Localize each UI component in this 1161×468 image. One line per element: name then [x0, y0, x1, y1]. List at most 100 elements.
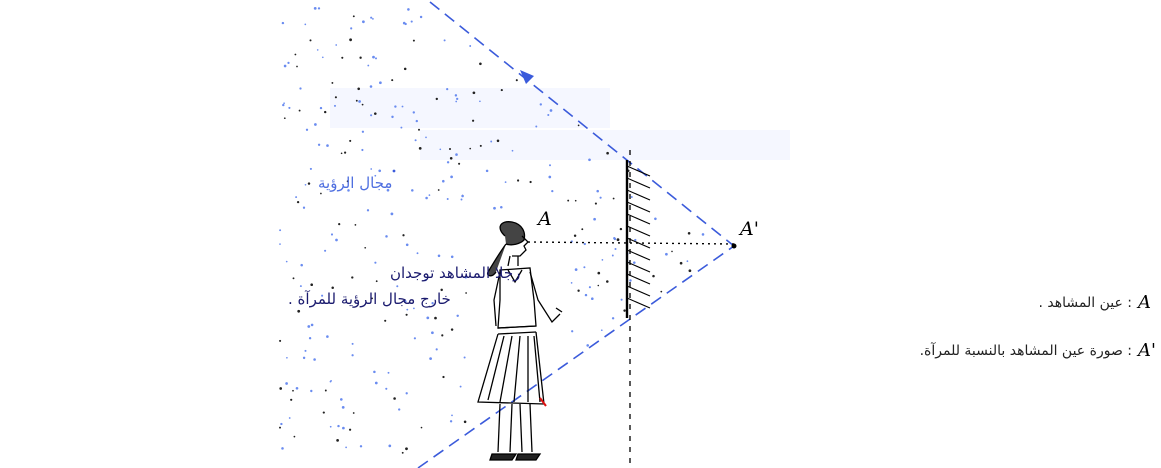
field-dot — [287, 61, 290, 65]
field-dot — [372, 55, 375, 59]
field-dot — [329, 380, 332, 383]
field-dot — [321, 56, 324, 59]
field-dot — [396, 285, 399, 288]
field-dot — [281, 447, 284, 450]
field-dot — [320, 192, 322, 195]
field-dot — [351, 276, 354, 279]
field-dot — [348, 428, 352, 431]
field-dot — [370, 114, 373, 117]
field-dot — [361, 130, 365, 133]
field-dot — [633, 261, 636, 264]
field-dot — [416, 252, 419, 255]
field-of-view-dots — [279, 7, 705, 454]
field-dot — [431, 302, 434, 305]
field-dot — [611, 317, 615, 320]
eye-to-image-line — [527, 241, 735, 245]
field-dot — [588, 286, 591, 289]
field-dot — [374, 112, 377, 115]
field-dot — [547, 113, 550, 117]
field-dot — [440, 288, 443, 292]
field-dot — [302, 356, 306, 360]
legend-text: : صورة عين المشاهد بالنسبة للمرآة. — [919, 342, 1132, 359]
field-dot — [384, 319, 387, 322]
field-dot — [435, 97, 438, 101]
field-dot — [515, 79, 518, 82]
field-dot — [342, 426, 345, 430]
field-dot — [336, 439, 339, 442]
field-dot — [688, 269, 692, 273]
field-dot — [612, 197, 615, 200]
field-dot — [367, 64, 370, 67]
field-dot — [369, 85, 373, 88]
field-dot — [304, 349, 307, 352]
field-dot — [344, 151, 347, 154]
field-dot — [606, 280, 609, 283]
field-dot — [297, 309, 301, 313]
field-dot — [464, 276, 467, 279]
eye-point-label: A — [538, 208, 552, 230]
field-dot — [599, 196, 602, 199]
field-dot — [346, 180, 349, 183]
field-dot — [374, 174, 377, 177]
field-dot — [588, 158, 591, 162]
field-dot — [321, 294, 324, 297]
field-dot — [304, 183, 307, 186]
field-dot — [317, 7, 321, 10]
field-dot — [285, 382, 288, 385]
field-dot — [434, 316, 437, 320]
field-dot — [701, 233, 705, 236]
field-dot — [614, 248, 617, 250]
field-dot — [551, 189, 554, 193]
feet-note-line2: خارج مجال الرؤية للمرآة . — [288, 290, 451, 308]
field-dot — [379, 81, 382, 85]
field-dot — [437, 189, 440, 191]
field-dot — [613, 237, 616, 240]
field-dot — [349, 139, 352, 142]
field-dot — [671, 250, 673, 253]
field-dot — [449, 157, 453, 160]
field-dot — [490, 140, 493, 143]
field-dot — [340, 152, 343, 155]
field-dot — [500, 205, 503, 209]
field-dot — [665, 252, 668, 256]
field-dot — [413, 337, 416, 340]
field-dot — [424, 278, 427, 282]
field-dot — [326, 144, 329, 147]
field-dot — [405, 392, 408, 395]
field-dot — [375, 57, 377, 60]
field-dot — [330, 233, 334, 236]
field-dot — [283, 64, 287, 68]
field-dot — [439, 148, 442, 151]
field-dot — [456, 314, 459, 318]
field-dot — [460, 198, 463, 201]
field-dot — [418, 147, 422, 150]
field-dot — [357, 87, 361, 91]
field-dot — [335, 44, 338, 46]
field-dot — [418, 128, 420, 131]
field-dot — [375, 280, 378, 283]
field-dot — [479, 100, 481, 103]
field-dot — [351, 342, 354, 345]
field-dot — [435, 348, 438, 351]
field-dot — [611, 254, 614, 257]
field-dot — [591, 297, 594, 301]
field-dot — [535, 125, 538, 128]
field-dot — [413, 307, 415, 310]
field-dot — [446, 198, 449, 200]
field-dot — [279, 243, 281, 245]
field-dot — [359, 445, 363, 448]
field-dot — [687, 232, 691, 235]
field-dot — [419, 15, 423, 19]
lower-field-boundary — [417, 245, 735, 468]
field-dot — [623, 309, 626, 312]
field-dot — [378, 169, 382, 173]
field-dot — [279, 229, 282, 232]
field-dot — [385, 387, 388, 390]
field-dot — [317, 143, 321, 146]
field-dot — [660, 290, 663, 293]
field-dot — [455, 153, 458, 156]
field-dot — [496, 139, 500, 143]
field-dot — [414, 139, 417, 142]
field-dot — [629, 279, 632, 282]
field-dot — [334, 96, 337, 99]
